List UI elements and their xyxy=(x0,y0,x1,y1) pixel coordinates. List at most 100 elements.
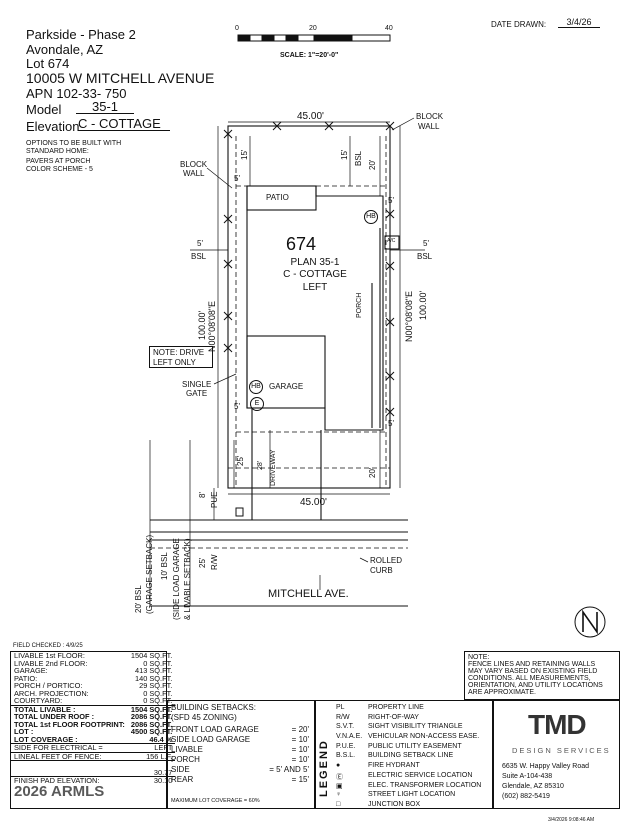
hose-bib-front-icon: HB xyxy=(249,380,263,394)
setback-value: = 5' AND 5' xyxy=(269,765,309,774)
stats-row xyxy=(11,760,176,769)
ac-pad xyxy=(384,235,400,250)
ac-label: A/C xyxy=(387,238,396,244)
setback-label: LIVABLE xyxy=(171,745,203,754)
legend-desc: STREET LIGHT LOCATION xyxy=(368,791,456,799)
setbacks-title: BUILDING SETBACKS: xyxy=(171,703,256,712)
patio-label: PATIO xyxy=(266,193,289,202)
dim-rear-15-left: 15' xyxy=(240,149,249,160)
stats-value: 1504 SQ.FT. xyxy=(130,651,173,660)
options-line-1: OPTIONS TO BE BUILT WITH xyxy=(26,140,122,147)
setback-row: LIVABLE= 10' xyxy=(171,745,311,755)
dim-front-20: 20' xyxy=(368,467,377,478)
legend-symbol: ▣ xyxy=(336,782,343,790)
hose-bib-rear-icon: HB xyxy=(364,210,378,224)
bsl-left: BSL xyxy=(191,252,207,261)
stats-label: PATIO: xyxy=(14,673,38,683)
stats-label: LOT COVERAGE : xyxy=(14,734,78,744)
stats-value: 2086 SQ.FT. xyxy=(130,712,173,721)
stats-row: SIDE FOR ELECTRICAL =LEFT xyxy=(11,743,176,753)
legend-symbol: Ⓔ xyxy=(336,773,343,781)
stats-row: TOTAL LIVABLE : 1504 SQ.FT. xyxy=(11,704,176,714)
block-wall-right-l1: BLOCK xyxy=(416,112,444,121)
company-addr2: Suite A-104-438 xyxy=(502,773,553,780)
disclaimer-l3: MAY VARY BASED ON EXISTING FIELD xyxy=(468,668,598,675)
company-addr1: 6635 W. Happy Valley Road xyxy=(502,763,590,770)
stats-label: SIDE FOR ELECTRICAL = xyxy=(14,743,103,752)
stats-value: 30.77 xyxy=(153,767,173,777)
stats-row: ARCH. PROJECTION:0 SQ.FT. xyxy=(11,689,175,698)
options-line-4: COLOR SCHEME - 5 xyxy=(26,166,93,173)
dim-side-5-b: 5' xyxy=(388,196,394,205)
garage-label: GARAGE xyxy=(269,382,304,391)
setbacks-zoning: (SFD 45 ZONING) xyxy=(171,713,237,722)
disclaimer-l6: ARE APPROXIMATE. xyxy=(468,689,536,696)
stats-row: PORCH / PORTICO: 29 SQ.FT. xyxy=(11,682,175,690)
setback-label: SIDE xyxy=(171,765,190,774)
stats-label: LIVABLE 2nd FLOOR: xyxy=(14,658,88,668)
dim-bottom: 45.00' xyxy=(300,497,327,508)
plan-elevation: C - COTTAGE xyxy=(283,269,347,280)
stats-row: LOT :4500 SQ.FT. xyxy=(11,728,175,736)
stats-label: COURTYARD: xyxy=(14,696,63,705)
driveway-label: DRIVEWAY xyxy=(270,449,277,486)
stats-row: LIVABLE 1st FLOOR:1504 SQ.FT. xyxy=(11,652,175,660)
legend-row: S.V.T.SIGHT VISIBILITY TRIANGLE xyxy=(336,723,492,733)
side-setback-l2: (SIDE LOAD GARAGE xyxy=(172,538,181,620)
apn-label: APN xyxy=(26,86,53,101)
company-logo: TMD xyxy=(528,709,587,740)
date-label: DATE DRAWN: xyxy=(491,20,547,29)
dim-front-28: 28' xyxy=(257,460,264,470)
legend-symbol: R/W xyxy=(336,713,350,721)
watermark: 2026 ARMLS xyxy=(14,783,105,800)
legend-row: V.N.A.E.VEHICULAR NON-ACCESS EASE. xyxy=(336,733,492,743)
apn-line: APN 102-33- 750 xyxy=(26,87,126,100)
rolled-curb-l2: CURB xyxy=(370,566,393,575)
stats-value: 413 SQ.FT. xyxy=(134,666,173,675)
project-city: Avondale, AZ xyxy=(26,42,104,57)
stats-label: TOTAL 1st FLOOR FOOTPRINT: xyxy=(14,719,125,729)
stats-label: GARAGE: xyxy=(14,666,48,675)
lot-line: Lot 674 xyxy=(26,57,69,70)
stats-value: 1504 SQ.FT. xyxy=(130,704,173,714)
single-gate-l1: SINGLE xyxy=(182,380,212,389)
scale-tick-0: 0 xyxy=(235,25,239,32)
depth-right: 100.00' xyxy=(418,290,428,320)
setback-label: FRONT LOAD GARAGE xyxy=(171,725,259,734)
legend-desc: VEHICULAR NON-ACCESS EASE. xyxy=(368,733,480,741)
bearing-left: N00°08'08"E xyxy=(207,300,217,352)
stats-label: TOTAL LIVABLE : xyxy=(14,704,76,714)
stats-label xyxy=(11,761,128,769)
dim-side-5-a: 5' xyxy=(234,174,240,183)
stats-value: 29 SQ.FT. xyxy=(139,681,173,690)
garage-outline xyxy=(246,335,326,409)
drive-note-box: NOTE: DRIVE LEFT ONLY xyxy=(149,346,213,368)
side-setback-l3: & LIVABLE SETBACK) xyxy=(183,538,192,620)
block-wall-left-l1: BLOCK xyxy=(180,160,208,169)
stats-value: 46.4 % xyxy=(149,734,173,744)
lot-label: Lot xyxy=(26,56,45,71)
scale-tick-20: 20 xyxy=(309,25,317,32)
setback-label: PORCH xyxy=(171,755,200,764)
stats-row: FINISH PAD ELEVATION:30.10 xyxy=(11,776,176,785)
disclaimer-l2: FENCE LINES AND RETAINING WALLS xyxy=(468,661,596,668)
setback-value: = 10' xyxy=(291,735,309,744)
garage-setback-l2: (GARAGE SETBACK) xyxy=(145,534,154,614)
setback-row: FRONT LOAD GARAGE= 20' xyxy=(171,725,311,735)
bsl-right: BSL xyxy=(417,252,433,261)
stats-label: PORCH / PORTICO: xyxy=(14,681,83,690)
setback-row: SIDE LOAD GARAGE= 10' xyxy=(171,735,311,745)
legend-symbol: B.S.L. xyxy=(336,752,356,760)
stats-row: LINEAL FEET OF FENCE:156 L.F. xyxy=(11,752,176,761)
date-value: 3/4/26 xyxy=(558,18,600,28)
meter-box xyxy=(235,507,244,517)
elevation-label: Elevation xyxy=(26,119,80,134)
legend-row: □JUNCTION BOX xyxy=(336,801,492,811)
elevation-value: C - COTTAGE xyxy=(78,117,170,131)
legend-symbol: S.V.T. xyxy=(336,723,355,731)
block-wall-ticks xyxy=(223,121,395,417)
lot-boundary xyxy=(227,125,391,489)
